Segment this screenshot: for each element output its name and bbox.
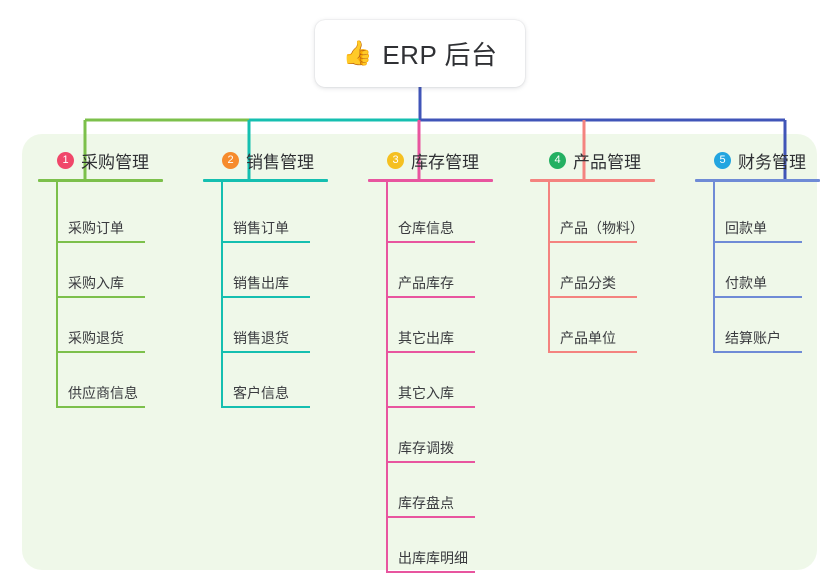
column-库存管理: 3 库存管理仓库信息产品库存其它出库其它入库库存调拨库存盘点出库库明细 (368, 147, 493, 579)
list-item-underline (387, 571, 475, 573)
column-underline (203, 179, 328, 182)
column-header-2[interactable]: 2 销售管理 (203, 147, 328, 173)
list-item-label: 其它入库 (398, 385, 454, 401)
column-items: 仓库信息产品库存其它出库其它入库库存调拨库存盘点出库库明细 (368, 194, 493, 579)
list-item-underline (222, 406, 310, 408)
list-item-label: 库存调拨 (398, 440, 454, 456)
list-item[interactable]: 其它入库 (368, 359, 493, 414)
list-item-underline (387, 351, 475, 353)
list-item-underline (222, 351, 310, 353)
list-item-label: 销售退货 (233, 330, 289, 346)
list-item[interactable]: 销售出库 (203, 249, 328, 304)
column-badge: 5 (714, 151, 731, 169)
list-item[interactable]: 回款单 (695, 194, 820, 249)
list-item[interactable]: 结算账户 (695, 304, 820, 359)
list-item[interactable]: 付款单 (695, 249, 820, 304)
root-node-content: 👍 ERP 后台 (342, 35, 497, 72)
list-item-underline (222, 296, 310, 298)
list-item-label: 供应商信息 (68, 385, 138, 401)
list-item-underline (549, 241, 637, 243)
column-产品管理: 4 产品管理产品（物料） 产品分类产品单位 (530, 147, 655, 359)
list-item[interactable]: 客户信息 (203, 359, 328, 414)
thumbs-up-icon: 👍 (342, 39, 373, 67)
column-财务管理: 5 财务管理回款单付款单结算账户 (695, 147, 820, 359)
column-header-1[interactable]: 1 采购管理 (38, 147, 163, 173)
column-underline (368, 179, 493, 182)
root-node[interactable]: 👍 ERP 后台 (315, 20, 525, 87)
list-item-label: 付款单 (725, 275, 767, 291)
column-title: 库存管理 (411, 152, 479, 172)
list-item-label: 产品（物料） (560, 220, 644, 236)
list-item-label: 回款单 (725, 220, 767, 236)
list-item-label: 采购订单 (68, 220, 124, 236)
list-item[interactable]: 供应商信息 (38, 359, 163, 414)
column-underline (38, 179, 163, 182)
list-item-underline (57, 351, 145, 353)
list-item[interactable]: 采购退货 (38, 304, 163, 359)
list-item-underline (549, 351, 637, 353)
list-item-label: 出库库明细 (398, 550, 468, 566)
list-item[interactable]: 产品单位 (530, 304, 655, 359)
column-badge: 3 (387, 151, 404, 169)
list-item-underline (714, 241, 802, 243)
column-items: 回款单付款单结算账户 (695, 194, 820, 359)
list-item-underline (387, 461, 475, 463)
list-item[interactable]: 产品（物料） (530, 194, 655, 249)
column-header-3[interactable]: 3 库存管理 (368, 147, 493, 173)
list-item[interactable]: 销售退货 (203, 304, 328, 359)
list-item-label: 其它出库 (398, 330, 454, 346)
column-title: 产品管理 (573, 152, 641, 172)
list-item[interactable]: 采购入库 (38, 249, 163, 304)
column-title: 财务管理 (738, 152, 806, 172)
list-item-underline (549, 296, 637, 298)
list-item-label: 采购退货 (68, 330, 124, 346)
list-item-underline (222, 241, 310, 243)
list-item[interactable]: 仓库信息 (368, 194, 493, 249)
column-badge: 4 (549, 151, 566, 169)
list-item[interactable]: 其它出库 (368, 304, 493, 359)
list-item-label: 销售出库 (233, 275, 289, 291)
column-销售管理: 2 销售管理销售订单销售出库销售退货客户信息 (203, 147, 328, 414)
list-item[interactable]: 库存盘点 (368, 469, 493, 524)
list-item-label: 结算账户 (725, 330, 781, 346)
list-item-underline (387, 516, 475, 518)
list-item-label: 产品库存 (398, 275, 454, 291)
list-item-underline (387, 406, 475, 408)
list-item[interactable]: 出库库明细 (368, 524, 493, 579)
root-title: ERP 后台 (382, 40, 498, 70)
list-item-label: 产品单位 (560, 330, 616, 346)
list-item-underline (387, 296, 475, 298)
list-item[interactable]: 产品分类 (530, 249, 655, 304)
column-underline (695, 179, 820, 182)
column-title: 采购管理 (81, 152, 149, 172)
column-items: 销售订单销售出库销售退货客户信息 (203, 194, 328, 414)
list-item-label: 采购入库 (68, 275, 124, 291)
list-item-underline (57, 296, 145, 298)
list-item-label: 产品分类 (560, 275, 616, 291)
list-item-underline (714, 351, 802, 353)
list-item-underline (57, 406, 145, 408)
column-items: 产品（物料） 产品分类产品单位 (530, 194, 655, 359)
column-header-5[interactable]: 5 财务管理 (695, 147, 820, 173)
list-item-underline (387, 241, 475, 243)
list-item-underline (714, 296, 802, 298)
list-item[interactable]: 销售订单 (203, 194, 328, 249)
list-item[interactable]: 采购订单 (38, 194, 163, 249)
column-badge: 1 (57, 151, 74, 169)
list-item-label: 仓库信息 (398, 220, 454, 236)
column-items: 采购订单采购入库采购退货供应商信息 (38, 194, 163, 414)
list-item[interactable]: 库存调拨 (368, 414, 493, 469)
column-title: 销售管理 (246, 152, 314, 172)
column-underline (530, 179, 655, 182)
list-item[interactable]: 产品库存 (368, 249, 493, 304)
list-item-label: 客户信息 (233, 385, 289, 401)
column-header-4[interactable]: 4 产品管理 (530, 147, 655, 173)
column-badge: 2 (222, 151, 239, 169)
column-采购管理: 1 采购管理采购订单采购入库采购退货供应商信息 (38, 147, 163, 414)
list-item-label: 销售订单 (233, 220, 289, 236)
list-item-underline (57, 241, 145, 243)
list-item-label: 库存盘点 (398, 495, 454, 511)
